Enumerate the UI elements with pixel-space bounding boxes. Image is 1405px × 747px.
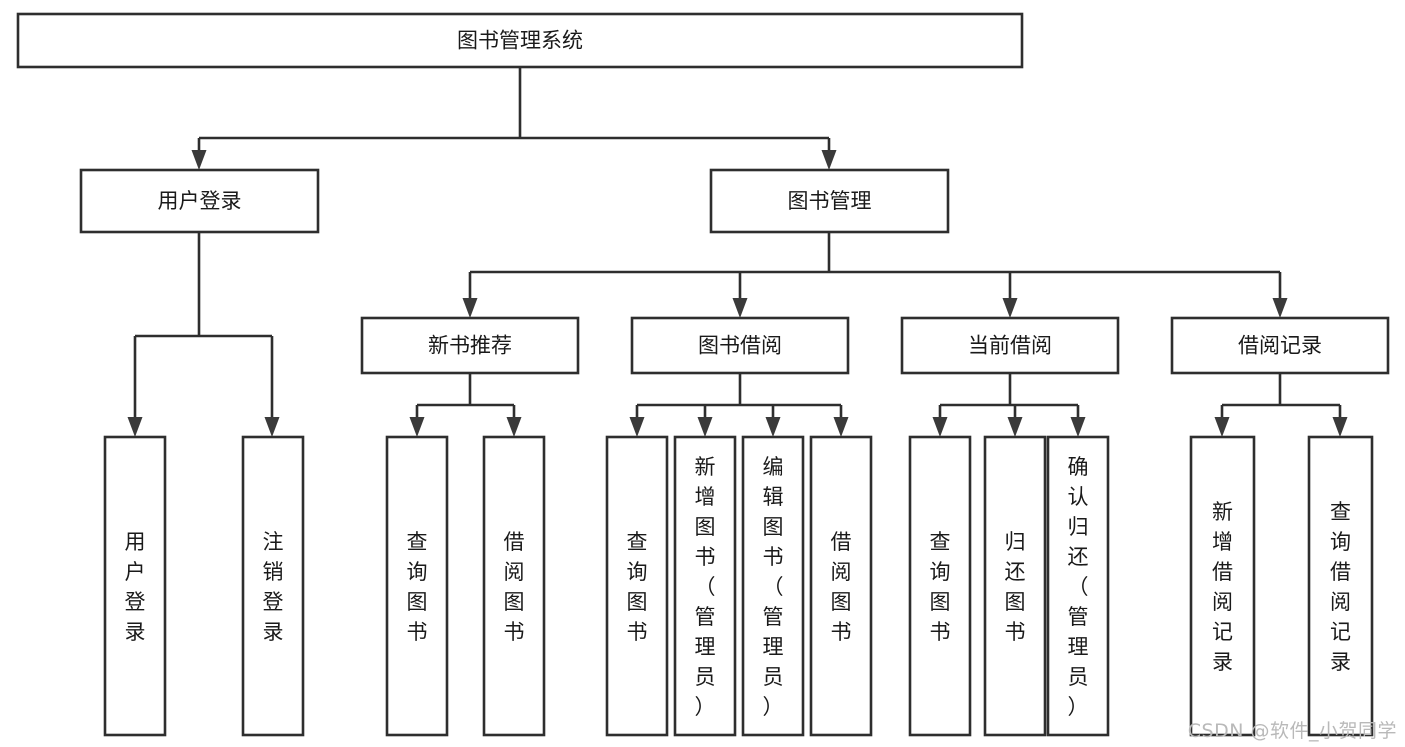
node-box[interactable] (241, 435, 305, 737)
arrow-down-icon (732, 298, 748, 318)
node-leaf-add-book[interactable]: 新增图书（管理员） (673, 435, 737, 737)
node-box[interactable] (741, 435, 805, 737)
node-label: 图书管理 (788, 189, 872, 213)
connector-group-conn-borrow-record-bus (1214, 373, 1348, 437)
node-current-borrow[interactable]: 当前借阅 (900, 316, 1120, 375)
arrow-down-icon (1007, 417, 1023, 437)
node-box[interactable] (16, 12, 1024, 69)
node-box[interactable] (709, 168, 950, 234)
node-label: 查询图书 (930, 530, 951, 644)
node-box[interactable] (385, 435, 449, 737)
node-label: 图书借阅 (698, 334, 782, 358)
node-label: 新增图书（管理员） (695, 455, 716, 719)
node-label: 编辑图书（管理员） (763, 455, 784, 719)
connector-group-conn-book-borrow-bus (629, 373, 849, 437)
node-label: 当前借阅 (968, 334, 1052, 358)
node-label: 查询图书 (627, 530, 648, 644)
node-box[interactable] (900, 316, 1120, 375)
node-box[interactable] (809, 435, 873, 737)
node-label: 确认归还（管理员） (1068, 455, 1089, 719)
node-borrow-record[interactable]: 借阅记录 (1170, 316, 1390, 375)
node-box[interactable] (482, 435, 546, 737)
node-box[interactable] (673, 435, 737, 737)
node-box[interactable] (1189, 435, 1256, 737)
node-layer: 图书管理系统用户登录图书管理新书推荐图书借阅当前借阅借阅记录用户登录注销登录查询… (16, 12, 1390, 737)
connector-group-conn-new-book-bus (409, 373, 522, 437)
arrow-down-icon (1070, 417, 1086, 437)
node-leaf-borrow-book-1[interactable]: 借阅图书 (482, 435, 546, 737)
connector-group-conn-user-login-bus (127, 232, 280, 437)
node-leaf-query-book-1[interactable]: 查询图书 (385, 435, 449, 737)
node-new-book-recommend[interactable]: 新书推荐 (360, 316, 580, 375)
arrow-down-icon (765, 417, 781, 437)
node-leaf-confirm-return[interactable]: 确认归还（管理员） (1046, 435, 1110, 737)
node-box[interactable] (1170, 316, 1390, 375)
arrow-down-icon (821, 150, 837, 170)
arrow-down-icon (1002, 298, 1018, 318)
node-root[interactable]: 图书管理系统 (16, 12, 1024, 69)
node-book-manage[interactable]: 图书管理 (709, 168, 950, 234)
node-box[interactable] (1307, 435, 1374, 737)
node-user-login[interactable]: 用户登录 (79, 168, 320, 234)
arrow-down-icon (1272, 298, 1288, 318)
node-leaf-user-login[interactable]: 用户登录 (103, 435, 167, 737)
node-box[interactable] (908, 435, 972, 737)
node-leaf-query-borrow-record[interactable]: 查询借阅记录 (1307, 435, 1374, 737)
connector-group-conn-current-borrow-bus (932, 373, 1086, 437)
connector-group-conn-root-bus (191, 67, 837, 170)
arrow-down-icon (506, 417, 522, 437)
arrow-down-icon (1332, 417, 1348, 437)
node-label: 借阅记录 (1238, 334, 1322, 358)
node-box[interactable] (79, 168, 320, 234)
node-leaf-edit-book[interactable]: 编辑图书（管理员） (741, 435, 805, 737)
node-leaf-borrow-book-2[interactable]: 借阅图书 (809, 435, 873, 737)
node-box[interactable] (103, 435, 167, 737)
arrow-down-icon (629, 417, 645, 437)
arrow-down-icon (462, 298, 478, 318)
node-book-borrow[interactable]: 图书借阅 (630, 316, 850, 375)
node-leaf-add-borrow-record[interactable]: 新增借阅记录 (1189, 435, 1256, 737)
connector-layer (127, 67, 1348, 437)
node-box[interactable] (605, 435, 669, 737)
node-label: 查询图书 (407, 530, 428, 644)
node-leaf-return-book[interactable]: 归还图书 (983, 435, 1047, 737)
arrow-down-icon (833, 417, 849, 437)
node-box[interactable] (360, 316, 580, 375)
node-label: 归还图书 (1005, 530, 1026, 644)
node-box[interactable] (1046, 435, 1110, 737)
arrow-down-icon (264, 417, 280, 437)
node-leaf-user-logout[interactable]: 注销登录 (241, 435, 305, 737)
arrow-down-icon (1214, 417, 1230, 437)
arrow-down-icon (697, 417, 713, 437)
node-label: 新书推荐 (428, 334, 512, 358)
node-label: 查询借阅记录 (1330, 500, 1351, 674)
node-label: 借阅图书 (504, 530, 525, 644)
node-box[interactable] (630, 316, 850, 375)
node-label: 用户登录 (158, 189, 242, 213)
arrow-down-icon (127, 417, 143, 437)
node-leaf-query-book-2[interactable]: 查询图书 (605, 435, 669, 737)
watermark-label: CSDN @软件_小贺同学 (1187, 720, 1397, 742)
node-label: 借阅图书 (831, 530, 852, 644)
node-label: 用户登录 (125, 530, 146, 644)
arrow-down-icon (191, 150, 207, 170)
arrow-down-icon (409, 417, 425, 437)
node-label: 新增借阅记录 (1212, 500, 1233, 674)
node-leaf-query-book-3[interactable]: 查询图书 (908, 435, 972, 737)
node-box[interactable] (983, 435, 1047, 737)
arrow-down-icon (932, 417, 948, 437)
node-label: 注销登录 (263, 530, 284, 644)
node-label: 图书管理系统 (457, 29, 583, 53)
connector-group-conn-book-manage-bus (462, 232, 1288, 318)
